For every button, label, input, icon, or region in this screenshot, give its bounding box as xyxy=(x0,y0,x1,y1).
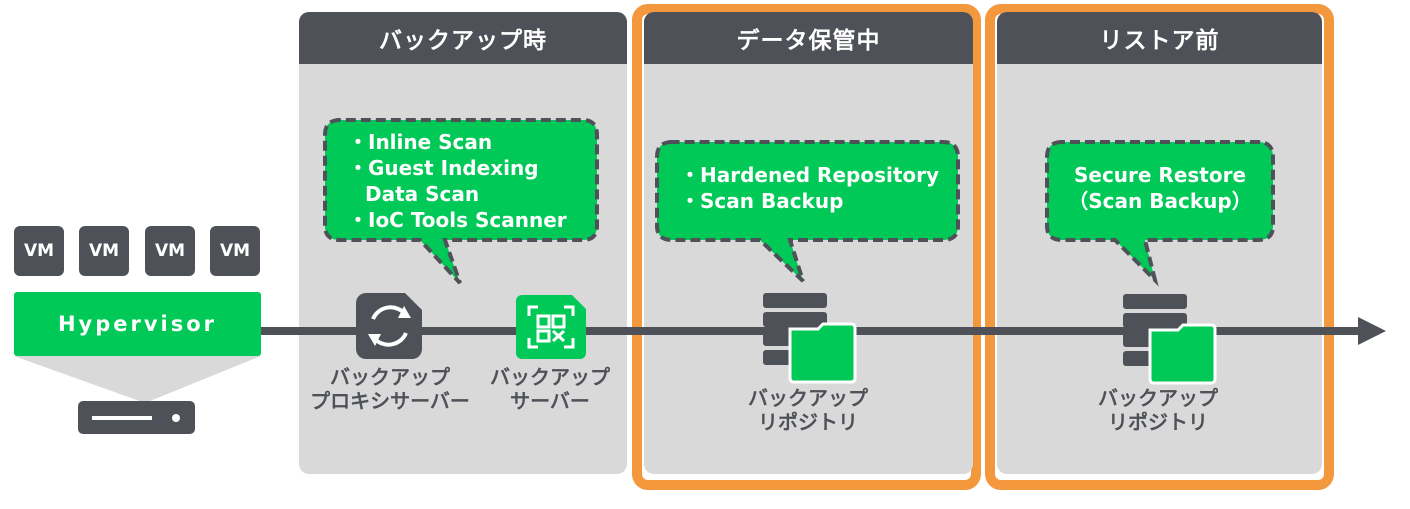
feature-bubble-backup xyxy=(323,118,599,285)
component-label-proxy: バックアップ プロキシサーバー xyxy=(310,365,470,413)
proxy-sync-icon xyxy=(356,293,422,359)
vm-box: VM xyxy=(14,226,64,276)
bubble-item: ・Guest Indexing xyxy=(348,156,539,180)
component-label-repository-restore: バックアップ リポジトリ xyxy=(1098,386,1218,434)
bubble-item: Secure Restore xyxy=(1073,163,1247,187)
bubble-text-restore: Secure Restore （Scan Backup） xyxy=(1060,162,1260,214)
vm-box: VM xyxy=(210,226,260,276)
bubble-text-storage: ・Hardened Repository ・Scan Backup xyxy=(680,162,939,214)
bubble-item: ・Scan Backup xyxy=(680,189,844,213)
hypervisor-fan xyxy=(14,356,261,403)
bubble-item: ・Inline Scan xyxy=(348,130,493,154)
bubble-item: Data Scan xyxy=(365,182,480,206)
bubble-item: ・Hardened Repository xyxy=(680,163,940,187)
host-server-icon xyxy=(78,401,195,434)
stage-panel-storage: データ保管中 xyxy=(644,12,973,474)
stage-title-storage: データ保管中 xyxy=(644,12,973,64)
hypervisor-box: Hypervisor xyxy=(14,292,261,356)
vm-box: VM xyxy=(79,226,129,276)
bubble-item: ・IoC Tools Scanner xyxy=(348,208,567,232)
component-label-backup-server: バックアップ サーバー xyxy=(490,365,610,413)
feature-bubble-restore xyxy=(1045,140,1275,287)
bubble-text-backup: ・Inline Scan ・Guest Indexing Data Scan ・… xyxy=(348,129,567,233)
vm-box: VM xyxy=(145,226,195,276)
highlight-frame-storage xyxy=(632,4,981,490)
bubble-item: （Scan Backup） xyxy=(1068,189,1252,213)
repository-icon xyxy=(763,293,857,384)
flow-arrowhead xyxy=(1358,317,1386,345)
stage-panel-backup: バックアップ時 xyxy=(299,12,627,474)
stage-title-restore: リストア前 xyxy=(997,12,1322,64)
stage-title-backup: バックアップ時 xyxy=(299,12,627,64)
feature-bubble-storage xyxy=(655,140,960,283)
stage-panel-restore: リストア前 xyxy=(997,12,1322,474)
qr-scan-icon xyxy=(516,295,586,359)
highlight-frame-restore xyxy=(985,4,1334,490)
repository-icon xyxy=(1123,294,1217,385)
component-label-repository-storage: バックアップ リポジトリ xyxy=(748,386,868,434)
